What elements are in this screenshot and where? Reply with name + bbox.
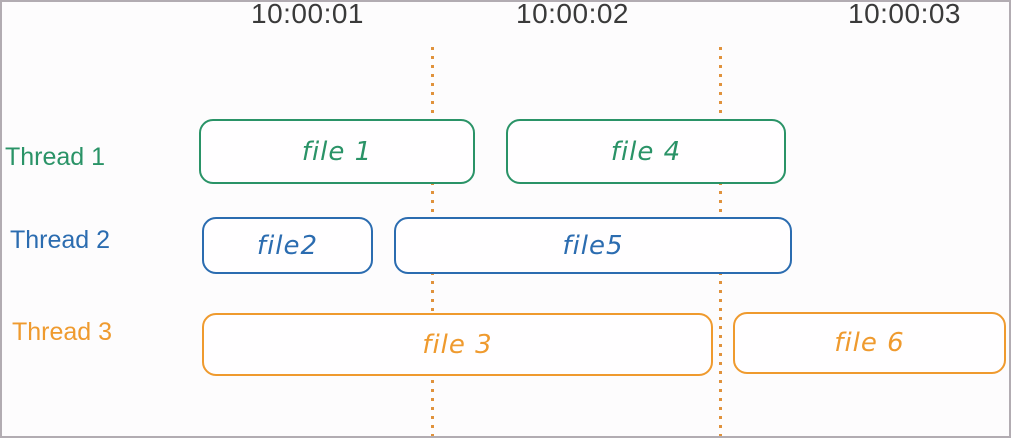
task-box-file-6: file 6 [733, 312, 1006, 374]
task-file-2-label: file2 [256, 230, 319, 261]
task-box-file-4: file 4 [506, 119, 786, 184]
task-box-file-3: file 3 [202, 313, 713, 376]
thread-1-label: Thread 1 [5, 143, 106, 171]
task-file-4-label: file 4 [610, 136, 682, 167]
task-file-6-label: file 6 [834, 328, 905, 358]
time-tick-10-00-01: 10:00:01 [251, 0, 364, 29]
task-file-1-label: file 1 [301, 136, 373, 167]
time-tick-10-00-03: 10:00:03 [848, 0, 961, 29]
time-tick-10-00-02: 10:00:02 [516, 0, 629, 29]
task-file-5-label: file5 [562, 230, 624, 261]
task-box-file-2: file2 [202, 217, 373, 274]
task-file-3-label: file 3 [422, 329, 493, 360]
task-box-file-5: file5 [394, 217, 792, 274]
thread-3-label: Thread 3 [12, 318, 113, 346]
thread-2-label: Thread 2 [10, 226, 111, 254]
task-box-file-1: file 1 [199, 119, 475, 184]
